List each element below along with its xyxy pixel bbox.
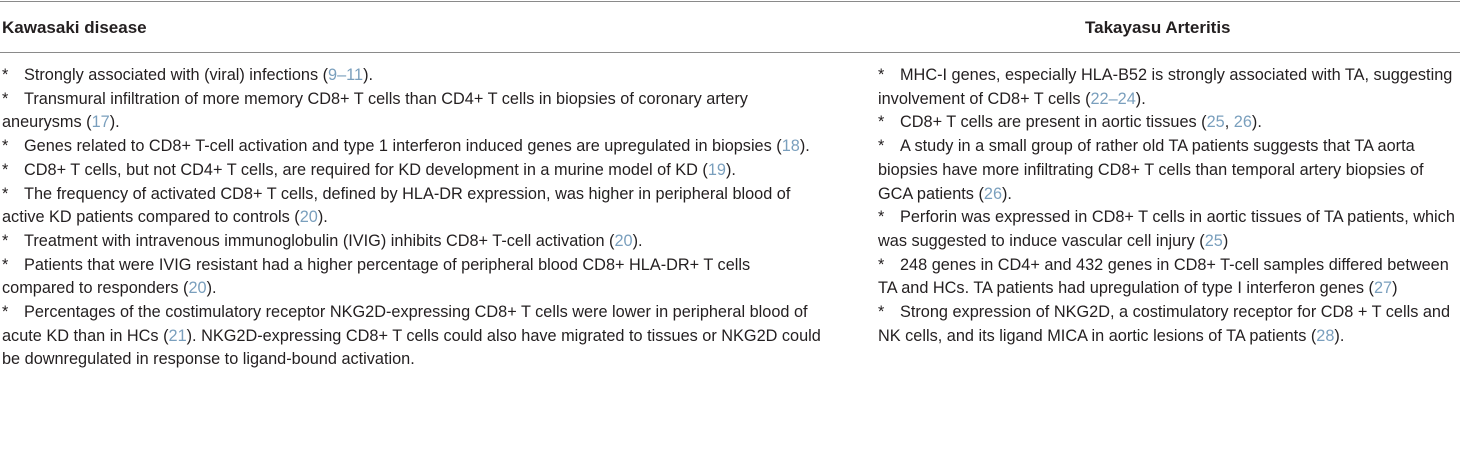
reference-link[interactable]: 9–11: [328, 66, 364, 84]
reference-link[interactable]: 26: [1233, 113, 1252, 132]
reference-link[interactable]: 20: [188, 279, 207, 298]
reference-link[interactable]: 28: [1316, 326, 1335, 345]
list-item: * CD8+ T cells, but not CD4+ T cells, are…: [2, 159, 822, 183]
reference-link[interactable]: 20: [299, 208, 318, 227]
bullet-marker: *: [2, 137, 9, 156]
list-item: *A study in a small group of rather old …: [878, 135, 1458, 206]
reference-link[interactable]: 20: [614, 231, 633, 250]
entry-text: Genes related to CD8+ T-cell activation …: [24, 137, 782, 156]
list-item: *The frequency of activated CD8+ T cells…: [2, 183, 822, 230]
entry-text: 248 genes in CD4+ and 432 genes in CD8+ …: [878, 255, 1449, 298]
bullet-marker: *: [878, 255, 885, 274]
entry-text: A study in a small group of rather old T…: [878, 137, 1424, 203]
entry-text: Percentages of the costimulatory recepto…: [2, 303, 808, 345]
reference-link[interactable]: 21: [168, 326, 187, 345]
entry-text: ).: [632, 231, 643, 250]
entry-text: ).: [206, 279, 217, 298]
bullet-marker: *: [878, 137, 885, 156]
reference-link[interactable]: 17: [91, 113, 110, 132]
entry-text: Transmural infiltration of more memory C…: [2, 89, 748, 132]
list-item: *Perforin was expressed in CD8+ T cells …: [878, 206, 1458, 253]
list-item: *Transmural infiltration of more memory …: [2, 88, 822, 135]
bullet-marker: *: [2, 303, 9, 322]
bullet-marker: *: [878, 208, 885, 227]
reference-link[interactable]: 26: [983, 184, 1003, 203]
bullet-marker: *: [2, 255, 9, 274]
list-item: * Strongly associated with (viral) infect…: [2, 64, 822, 88]
entry-text: The frequency of activated CD8+ T cells,…: [2, 184, 791, 227]
list-item: *Percentages of the costimulatory recept…: [2, 301, 822, 372]
entry-text: ). NKG2D-expressing CD8+ T cells could a…: [2, 326, 821, 369]
column-header-kawasaki: Kawasaki disease: [2, 18, 147, 37]
bullet-marker: *: [2, 184, 9, 203]
bullet-marker: *: [878, 113, 885, 132]
bullet-marker: *: [2, 160, 9, 179]
reference-link[interactable]: 22–24: [1090, 89, 1136, 108]
bullet-marker: *: [2, 231, 9, 250]
bullet-marker: *: [2, 66, 9, 84]
list-item: *MHC-I genes, especially HLA-B52 is stro…: [878, 64, 1458, 111]
entry-text: ).: [363, 66, 374, 84]
reference-link[interactable]: 25: [1206, 113, 1225, 132]
header-rule: [0, 52, 1460, 53]
entry-text: Patients that were IVIG resistant had a …: [2, 255, 751, 298]
entry-text: ).: [799, 137, 810, 156]
entry-text: ).: [317, 208, 328, 227]
column-header-takayasu: Takayasu Arteritis: [1085, 18, 1231, 37]
list-item: * Treatment with intravenous immunoglobul…: [2, 230, 822, 254]
kawasaki-column: * Strongly associated with (viral) infect…: [2, 64, 822, 372]
entry-text: ,: [1224, 113, 1234, 132]
reference-link[interactable]: 25: [1204, 231, 1223, 250]
entry-text: MHC-I genes, especially HLA-B52 is stron…: [878, 66, 1453, 108]
bullet-marker: *: [2, 89, 9, 108]
entry-text: Strongly associated with (viral) infecti…: [24, 66, 329, 84]
entry-text: ).: [1002, 184, 1012, 203]
entry-text: Treatment with intravenous immunoglobuli…: [24, 231, 615, 250]
entry-text: ).: [725, 160, 736, 179]
table-top-rule: [0, 1, 1460, 2]
list-item: *Strong expression of NKG2D, a costimula…: [878, 301, 1458, 348]
list-item: *248 genes in CD4+ and 432 genes in CD8+…: [878, 254, 1458, 301]
bullet-marker: *: [878, 303, 885, 322]
list-item: * Genes related to CD8+ T-cell activation…: [2, 135, 822, 159]
bullet-marker: *: [878, 66, 885, 84]
entry-text: CD8+ T cells are present in aortic tissu…: [900, 113, 1207, 132]
entry-text: ): [1392, 279, 1398, 298]
entry-text: ).: [1334, 326, 1345, 345]
reference-link[interactable]: 19: [707, 160, 726, 179]
entry-text: ): [1222, 231, 1229, 250]
entry-text: CD8+ T cells, but not CD4+ T cells, are …: [24, 160, 708, 179]
entry-text: Perforin was expressed in CD8+ T cells i…: [878, 208, 1455, 250]
reference-link[interactable]: 18: [781, 137, 800, 156]
takayasu-column: *MHC-I genes, especially HLA-B52 is stro…: [878, 64, 1458, 348]
list-item: * CD8+ T cells are present in aortic tiss…: [878, 111, 1458, 135]
entry-text: ).: [109, 113, 120, 132]
entry-text: ).: [1135, 89, 1146, 108]
list-item: *Patients that were IVIG resistant had a…: [2, 254, 822, 301]
entry-text: ).: [1251, 113, 1262, 132]
reference-link[interactable]: 27: [1373, 279, 1393, 298]
entry-text: Strong expression of NKG2D, a costimulat…: [878, 303, 1451, 345]
